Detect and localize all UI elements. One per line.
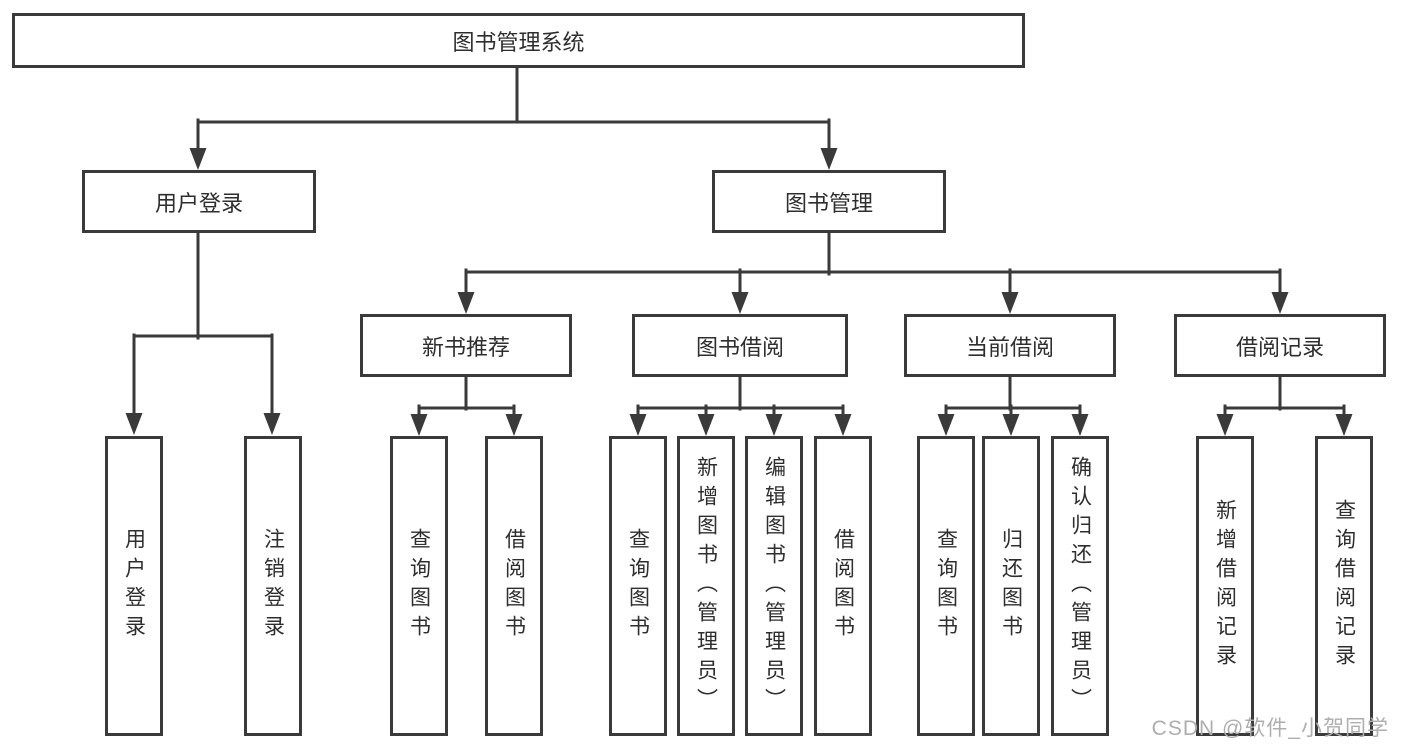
leaf-query-books-3: 查询图书 [917,436,975,736]
leaf-confirm-return-admin: 确认归还（管理员） [1051,436,1109,736]
node-user-login: 用户登录 [82,170,316,233]
leaf-query-books-2: 查询图书 [609,436,667,736]
leaf-query-books-1: 查询图书 [390,436,448,736]
leaf-return-books: 归还图书 [982,436,1040,736]
leaf-borrow-books-2: 借阅图书 [814,436,872,736]
leaf-user-login: 用户登录 [105,436,163,736]
node-book-borrow: 图书借阅 [632,314,848,377]
node-new-book-recommend: 新书推荐 [360,314,572,377]
leaf-logout: 注销登录 [244,436,302,736]
node-borrow-records: 借阅记录 [1174,314,1386,377]
watermark: CSDN @软件_小贺同学 [1151,717,1389,740]
leaf-borrow-books-1: 借阅图书 [485,436,543,736]
node-book-management: 图书管理 [712,170,946,233]
leaf-add-book-admin: 新增图书（管理员） [677,436,735,736]
leaf-add-borrow-record: 新增借阅记录 [1196,436,1254,736]
leaf-query-borrow-record: 查询借阅记录 [1315,436,1373,736]
leaf-edit-book-admin: 编辑图书（管理员） [745,436,803,736]
node-root: 图书管理系统 [12,13,1025,68]
node-current-borrow: 当前借阅 [904,314,1116,377]
